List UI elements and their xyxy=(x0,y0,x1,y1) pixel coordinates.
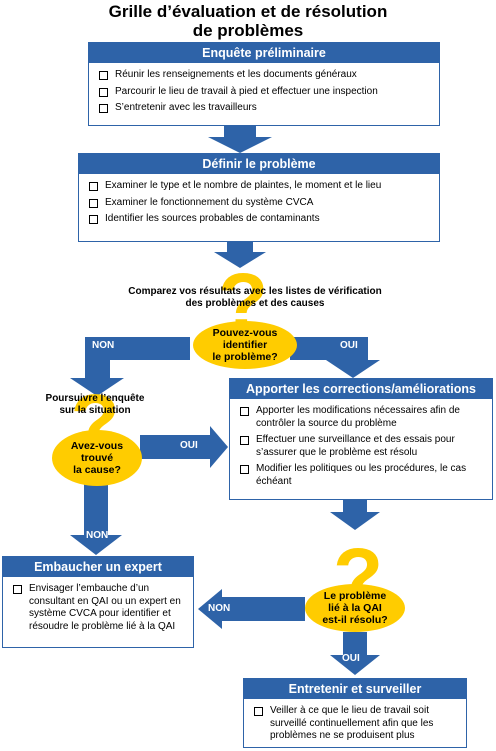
list-item: Envisager l’embauche d’un consultant en … xyxy=(13,583,185,633)
question-1-line3: le problème? xyxy=(212,351,278,363)
arrow-down-3 xyxy=(330,500,380,530)
box-corrections-list: Apporter les modifications nécessaires a… xyxy=(230,399,492,496)
box-corrections: Apporter les corrections/améliorations A… xyxy=(229,378,493,500)
box-entretenir-surveiller: Entretenir et surveiller Veiller à ce qu… xyxy=(243,678,467,748)
label-non-3: NON xyxy=(208,603,231,614)
box-enquete-list: Réunir les renseignements et les documen… xyxy=(89,63,439,123)
question-oval-3 xyxy=(305,584,405,632)
question-1-text: Pouvez-vous identifier le problème? xyxy=(195,327,295,363)
arrow-left-non xyxy=(198,589,305,629)
question-2-line2: trouvé xyxy=(80,452,114,464)
page-title-line2: de problèmes xyxy=(192,21,304,40)
question-2-line3: la cause? xyxy=(73,464,121,476)
box-expert-title: Embaucher un expert xyxy=(3,557,193,577)
branch-arrow-non xyxy=(70,337,190,396)
arrow-down-2 xyxy=(214,242,266,268)
question-3-line1: Le problème xyxy=(323,590,387,602)
question-1-line2: identifier xyxy=(222,339,268,351)
question-2-text: Avez-vous trouvé la cause? xyxy=(52,440,142,476)
arrow-down-1 xyxy=(208,125,272,153)
box-expert-list: Envisager l’embauche d’un consultant en … xyxy=(3,577,193,641)
list-item: Apporter les modifications nécessaires a… xyxy=(240,405,484,430)
box-enquete-title: Enquête préliminaire xyxy=(89,43,439,63)
list-item: S’entretenir avec les travailleurs xyxy=(99,102,431,115)
question-oval-1 xyxy=(193,321,297,369)
compare-line2: des problèmes et des causes xyxy=(185,298,325,309)
box-definir-probleme: Définir le problème Examiner le type et … xyxy=(78,153,440,242)
page-title: Grille d’évaluation et de résolution de … xyxy=(0,2,496,40)
question-2-line1: Avez-vous xyxy=(70,440,124,452)
box-embaucher-expert: Embaucher un expert Envisager l’embauche… xyxy=(2,556,194,648)
box-corrections-title: Apporter les corrections/améliorations xyxy=(230,379,492,399)
list-item: Parcourir le lieu de travail à pied et e… xyxy=(99,86,431,99)
box-definir-title: Définir le problème xyxy=(79,154,439,174)
branch-arrow-oui xyxy=(290,337,380,378)
question-3-line3: est-il résolu? xyxy=(322,614,388,626)
arrow-down-non xyxy=(70,483,122,555)
list-item: Examiner le type et le nombre de plainte… xyxy=(89,180,431,193)
list-item: Effectuer une surveillance et des essais… xyxy=(240,434,484,459)
poursuivre-line2: sur la situation xyxy=(59,405,131,416)
list-item: Modifier les politiques ou les procédure… xyxy=(240,463,484,488)
poursuivre-text: Poursuivre l’enquête sur la situation xyxy=(20,393,170,417)
question-3-text: Le problème lié à la QAI est-il résolu? xyxy=(305,590,405,626)
arrow-right-oui xyxy=(140,426,228,468)
list-item: Veiller à ce que le lieu de travail soit… xyxy=(254,705,458,743)
compare-line1: Comparez vos résultats avec les listes d… xyxy=(128,286,382,297)
list-item: Examiner le fonctionnement du système CV… xyxy=(89,197,431,210)
label-oui-1: OUI xyxy=(340,340,358,351)
box-definir-list: Examiner le type et le nombre de plainte… xyxy=(79,174,439,234)
list-item: Réunir les renseignements et les documen… xyxy=(99,69,431,82)
box-enquete-preliminaire: Enquête préliminaire Réunir les renseign… xyxy=(88,42,440,126)
label-oui-3: OUI xyxy=(342,653,360,664)
question-oval-2 xyxy=(52,430,142,486)
question-1-line1: Pouvez-vous xyxy=(212,327,278,339)
question-3-line2: lié à la QAI xyxy=(328,602,382,614)
label-oui-2: OUI xyxy=(180,440,198,451)
poursuivre-line1: Poursuivre l’enquête xyxy=(45,393,145,404)
page-title-line1: Grille d’évaluation et de résolution xyxy=(108,2,388,21)
box-entretenir-list: Veiller à ce que le lieu de travail soit… xyxy=(244,699,466,751)
label-non-2: NON xyxy=(86,530,109,541)
arrow-down-oui xyxy=(330,632,380,675)
list-item: Identifier les sources probables de cont… xyxy=(89,213,431,226)
compare-instruction: Comparez vos résultats avec les listes d… xyxy=(90,286,420,310)
box-entretenir-title: Entretenir et surveiller xyxy=(244,679,466,699)
label-non-1: NON xyxy=(92,340,115,351)
